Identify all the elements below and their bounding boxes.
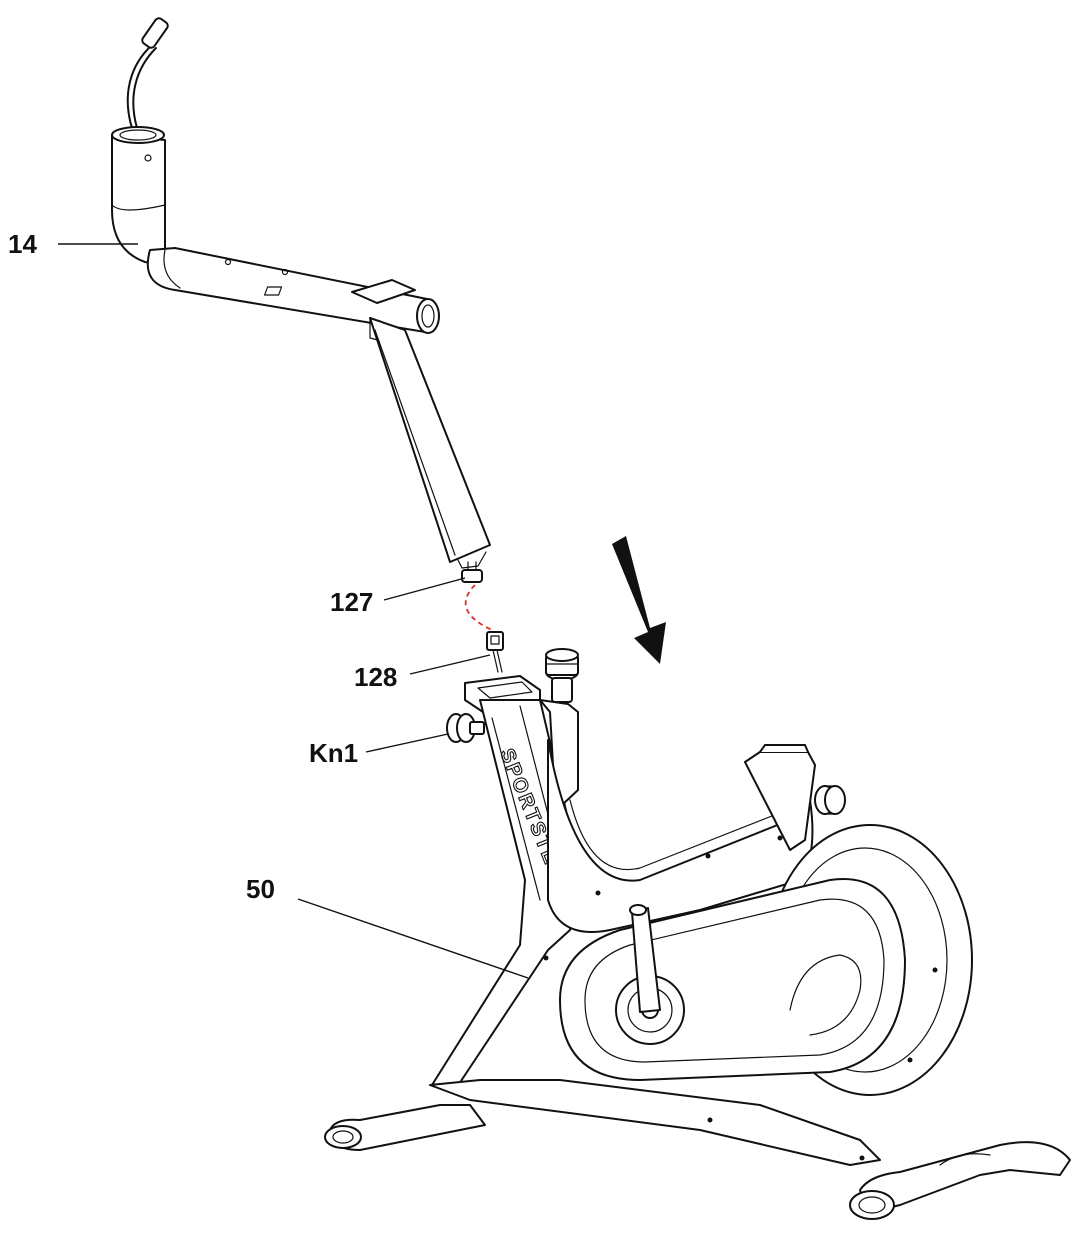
seat-adjust-knob — [545, 648, 579, 703]
down-arrow-icon — [612, 536, 666, 664]
console-mount-plate — [351, 279, 416, 304]
crank-arm — [615, 904, 685, 1045]
handlebar-cable — [126, 44, 153, 129]
callout-label-kn1: Kn1 — [309, 738, 358, 768]
arm-end-cap — [416, 298, 440, 334]
base-frame — [324, 1079, 1071, 1220]
knob-kn1 — [446, 713, 485, 743]
cable-connector-top — [141, 17, 169, 49]
connector-127 — [461, 561, 483, 583]
rear-adjust-knob — [814, 785, 846, 815]
callout-label-50: 50 — [246, 874, 275, 904]
callout-label-128: 128 — [354, 662, 397, 692]
handlebar-vertical-tube — [111, 134, 166, 267]
callout-label-127: 127 — [330, 587, 373, 617]
callout-127: 127 — [330, 577, 466, 617]
callout-50: 50 — [246, 874, 529, 979]
main-frame-curve — [547, 739, 814, 933]
handlebar-assembly — [111, 17, 491, 569]
bike-frame: SPORTSTECH — [324, 648, 1071, 1220]
connector-128 — [486, 631, 504, 673]
callout-128: 128 — [354, 654, 491, 692]
callout-label-14: 14 — [8, 229, 37, 259]
seat-post-receiver — [539, 699, 579, 806]
cable-dashed-path — [464, 584, 493, 631]
callout-kn1: Kn1 — [309, 733, 449, 768]
callout-14: 14 — [8, 229, 138, 259]
handlebar-stem — [369, 317, 491, 563]
